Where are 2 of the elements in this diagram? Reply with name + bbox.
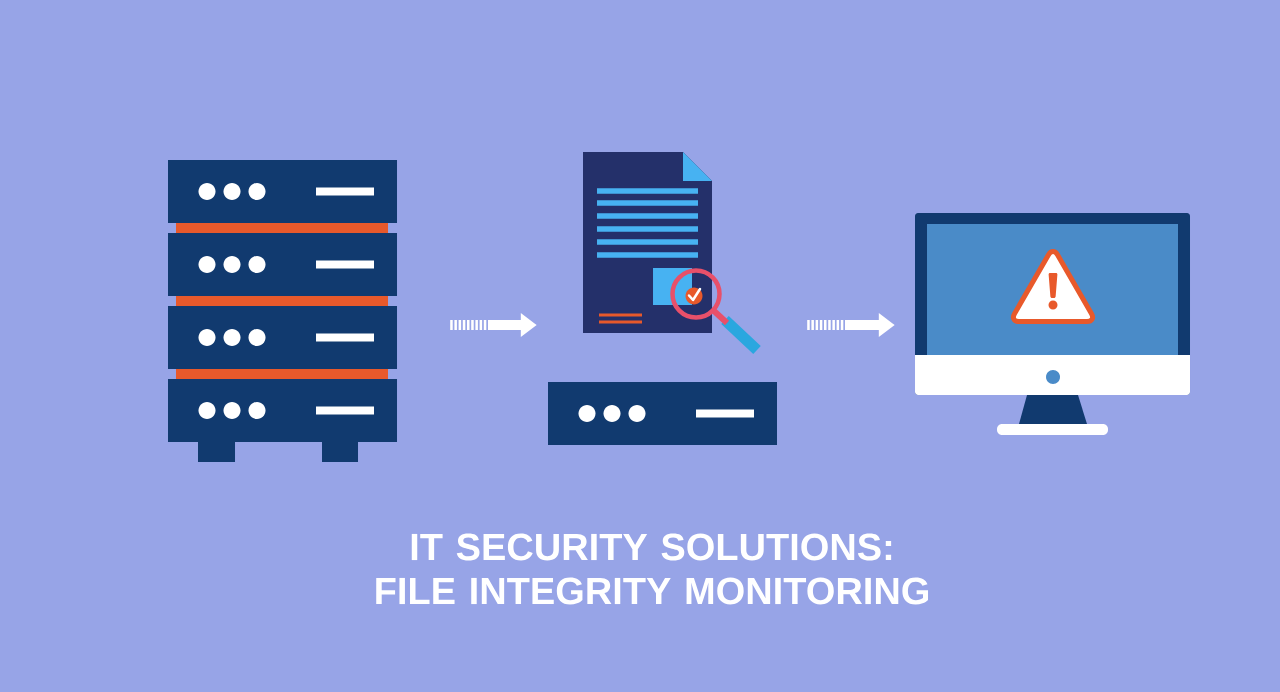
title: IT SECURITY SOLUTIONS: FILE INTEGRITY MONITORING: [376, 533, 928, 605]
monitor-with-warning: [915, 213, 1190, 435]
